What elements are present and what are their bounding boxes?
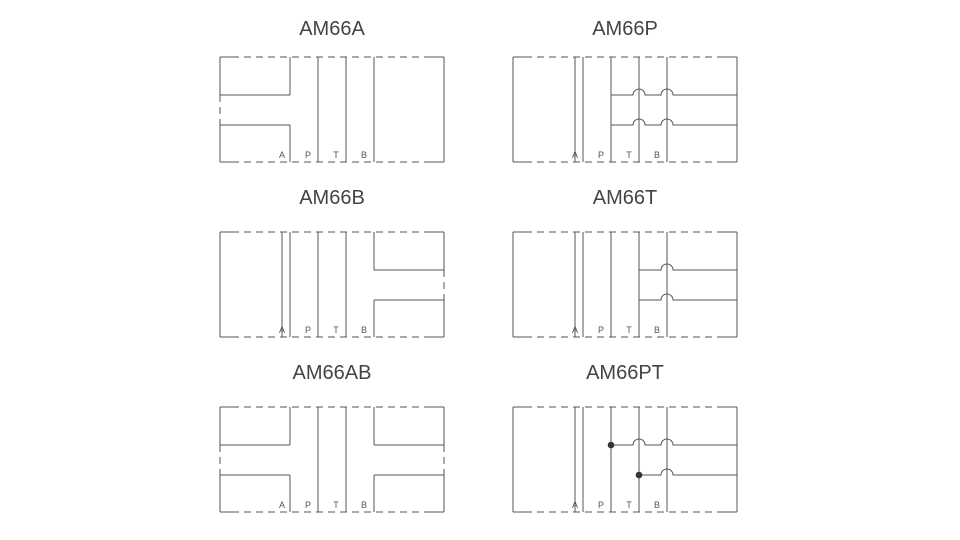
port-label-p: P <box>598 150 604 160</box>
port-label-a: A <box>572 325 578 335</box>
p-line <box>611 438 737 446</box>
port-label-b: B <box>654 325 660 335</box>
port-label-a: A <box>279 150 285 160</box>
port-label-b: B <box>654 500 660 510</box>
t-line-upper <box>639 263 737 271</box>
port-label-p: P <box>305 325 311 335</box>
port-label-b: B <box>361 325 367 335</box>
port-label-p: P <box>305 500 311 510</box>
junction-dot-t <box>635 471 643 479</box>
port-label-t: T <box>626 150 632 160</box>
port-label-t: T <box>333 500 339 510</box>
t-line-lower <box>639 293 737 301</box>
port-label-p: P <box>598 500 604 510</box>
port-label-t: T <box>333 150 339 160</box>
panel-title: AM66A <box>299 18 365 40</box>
port-label-a: A <box>572 500 578 510</box>
port-label-b: B <box>654 150 660 160</box>
panel-title: AM66B <box>299 187 365 209</box>
panel-title: AM66PT <box>586 362 664 384</box>
port-label-b: B <box>361 150 367 160</box>
port-label-a: A <box>279 325 285 335</box>
port-label-p: P <box>598 325 604 335</box>
t-line <box>639 468 737 476</box>
port-label-t: T <box>333 325 339 335</box>
panel-title: AM66P <box>592 18 658 40</box>
port-label-b: B <box>361 500 367 510</box>
junction-dot-p <box>607 441 615 449</box>
port-label-a: A <box>279 500 285 510</box>
port-label-t: T <box>626 500 632 510</box>
port-label-p: P <box>305 150 311 160</box>
port-label-t: T <box>626 325 632 335</box>
panel-title: AM66T <box>592 187 658 209</box>
port-label-a: A <box>572 150 578 160</box>
p-line-lower <box>611 118 737 126</box>
p-line-upper <box>611 88 737 96</box>
panel-title: AM66AB <box>292 362 372 384</box>
